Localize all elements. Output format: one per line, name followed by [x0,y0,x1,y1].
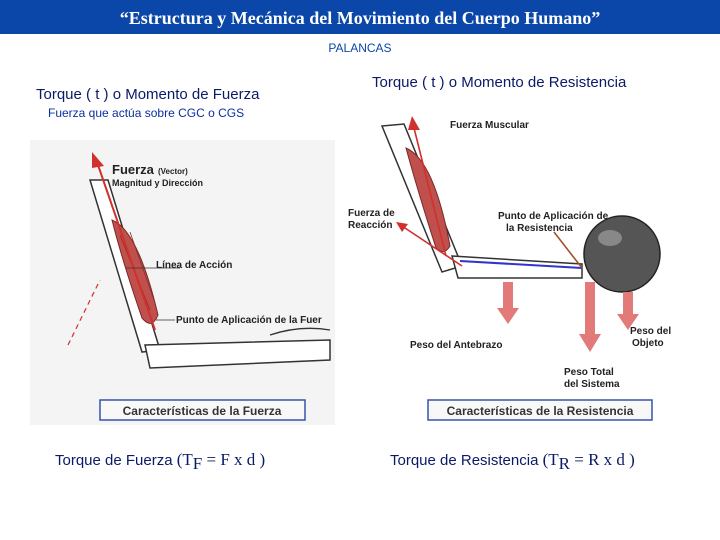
label-total-1: Peso Total [564,367,614,378]
line-of-action [67,279,101,346]
label-object-2: Objeto [632,338,664,349]
label-point-1: Punto de Aplicación de [498,211,609,222]
caption-box [99,399,306,421]
caption-box [427,399,653,421]
label-muscle-force: Fuerza Muscular [450,120,529,131]
hand-outline [269,327,331,336]
label-force: Fuerza [112,162,155,177]
label-forearm-weight: Peso del Antebrazo [410,340,502,351]
resistance-diagram: Fuerza Muscular Fuerza de Reacción Punto… [342,96,692,426]
label-magnitude: Magnitud y Dirección [112,178,203,188]
formula-open: (T [176,450,193,469]
force-diagram: Fuerza (Vector) Magnitud y Dirección Lín… [30,140,335,425]
forearm-weight-arrow [503,282,513,308]
left-subheading: Fuerza que actúa sobre CGC o CGS [48,106,245,120]
weight-ball [583,215,661,293]
caption-text: Características de la Fuerza [123,404,282,418]
forearm-bone [144,339,331,369]
label-object-1: Peso del [630,326,671,337]
formula-prefix: Torque de Fuerza [55,452,173,469]
force-vector-line [97,164,156,331]
header-bar: “Estructura y Mecánica del Movimiento de… [0,0,720,34]
label-line-of-action: Línea de Acción [156,260,232,271]
resistance-diagram-svg: Fuerza Muscular Fuerza de Reacción Punto… [348,116,671,421]
force-diagram-svg: Fuerza (Vector) Magnitud y Dirección Lín… [67,152,331,421]
label-reaction-1: Fuerza de [348,208,395,219]
label-point-of-application: Punto de Aplicación de la Fuer [176,315,322,326]
reaction-force-line [401,225,463,267]
left-formula: Torque de Fuerza (TF = F x d ) [55,450,265,474]
label-vector: (Vector) [158,167,188,176]
right-heading: Torque ( t ) o Momento de Resistencia [372,74,627,91]
caption-text: Características de la Resistencia [447,404,634,418]
object-weight-arrow [623,292,633,314]
right-formula: Torque de Resistencia (TR = R x d ) [390,450,635,474]
formula-open: (T [542,450,559,469]
section-subtitle: PALANCAS [328,41,392,55]
muscle-force-line [413,127,447,257]
total-weight-arrow [585,282,595,334]
force-arrowhead [92,152,104,168]
left-heading: Torque ( t ) o Momento de Fuerza [36,86,260,103]
label-total-2: del Sistema [564,379,620,390]
formula-rest: = F x d ) [202,450,266,469]
formula-rest: = R x d ) [569,450,635,469]
label-reaction-2: Reacción [348,220,392,231]
formula-prefix: Torque de Resistencia [390,452,539,469]
formula-sub: R [558,454,570,473]
page-title: “Estructura y Mecánica del Movimiento de… [119,8,601,28]
formula-sub: F [192,454,203,473]
label-point-2: la Resistencia [506,223,573,234]
lever-arm [459,260,583,269]
